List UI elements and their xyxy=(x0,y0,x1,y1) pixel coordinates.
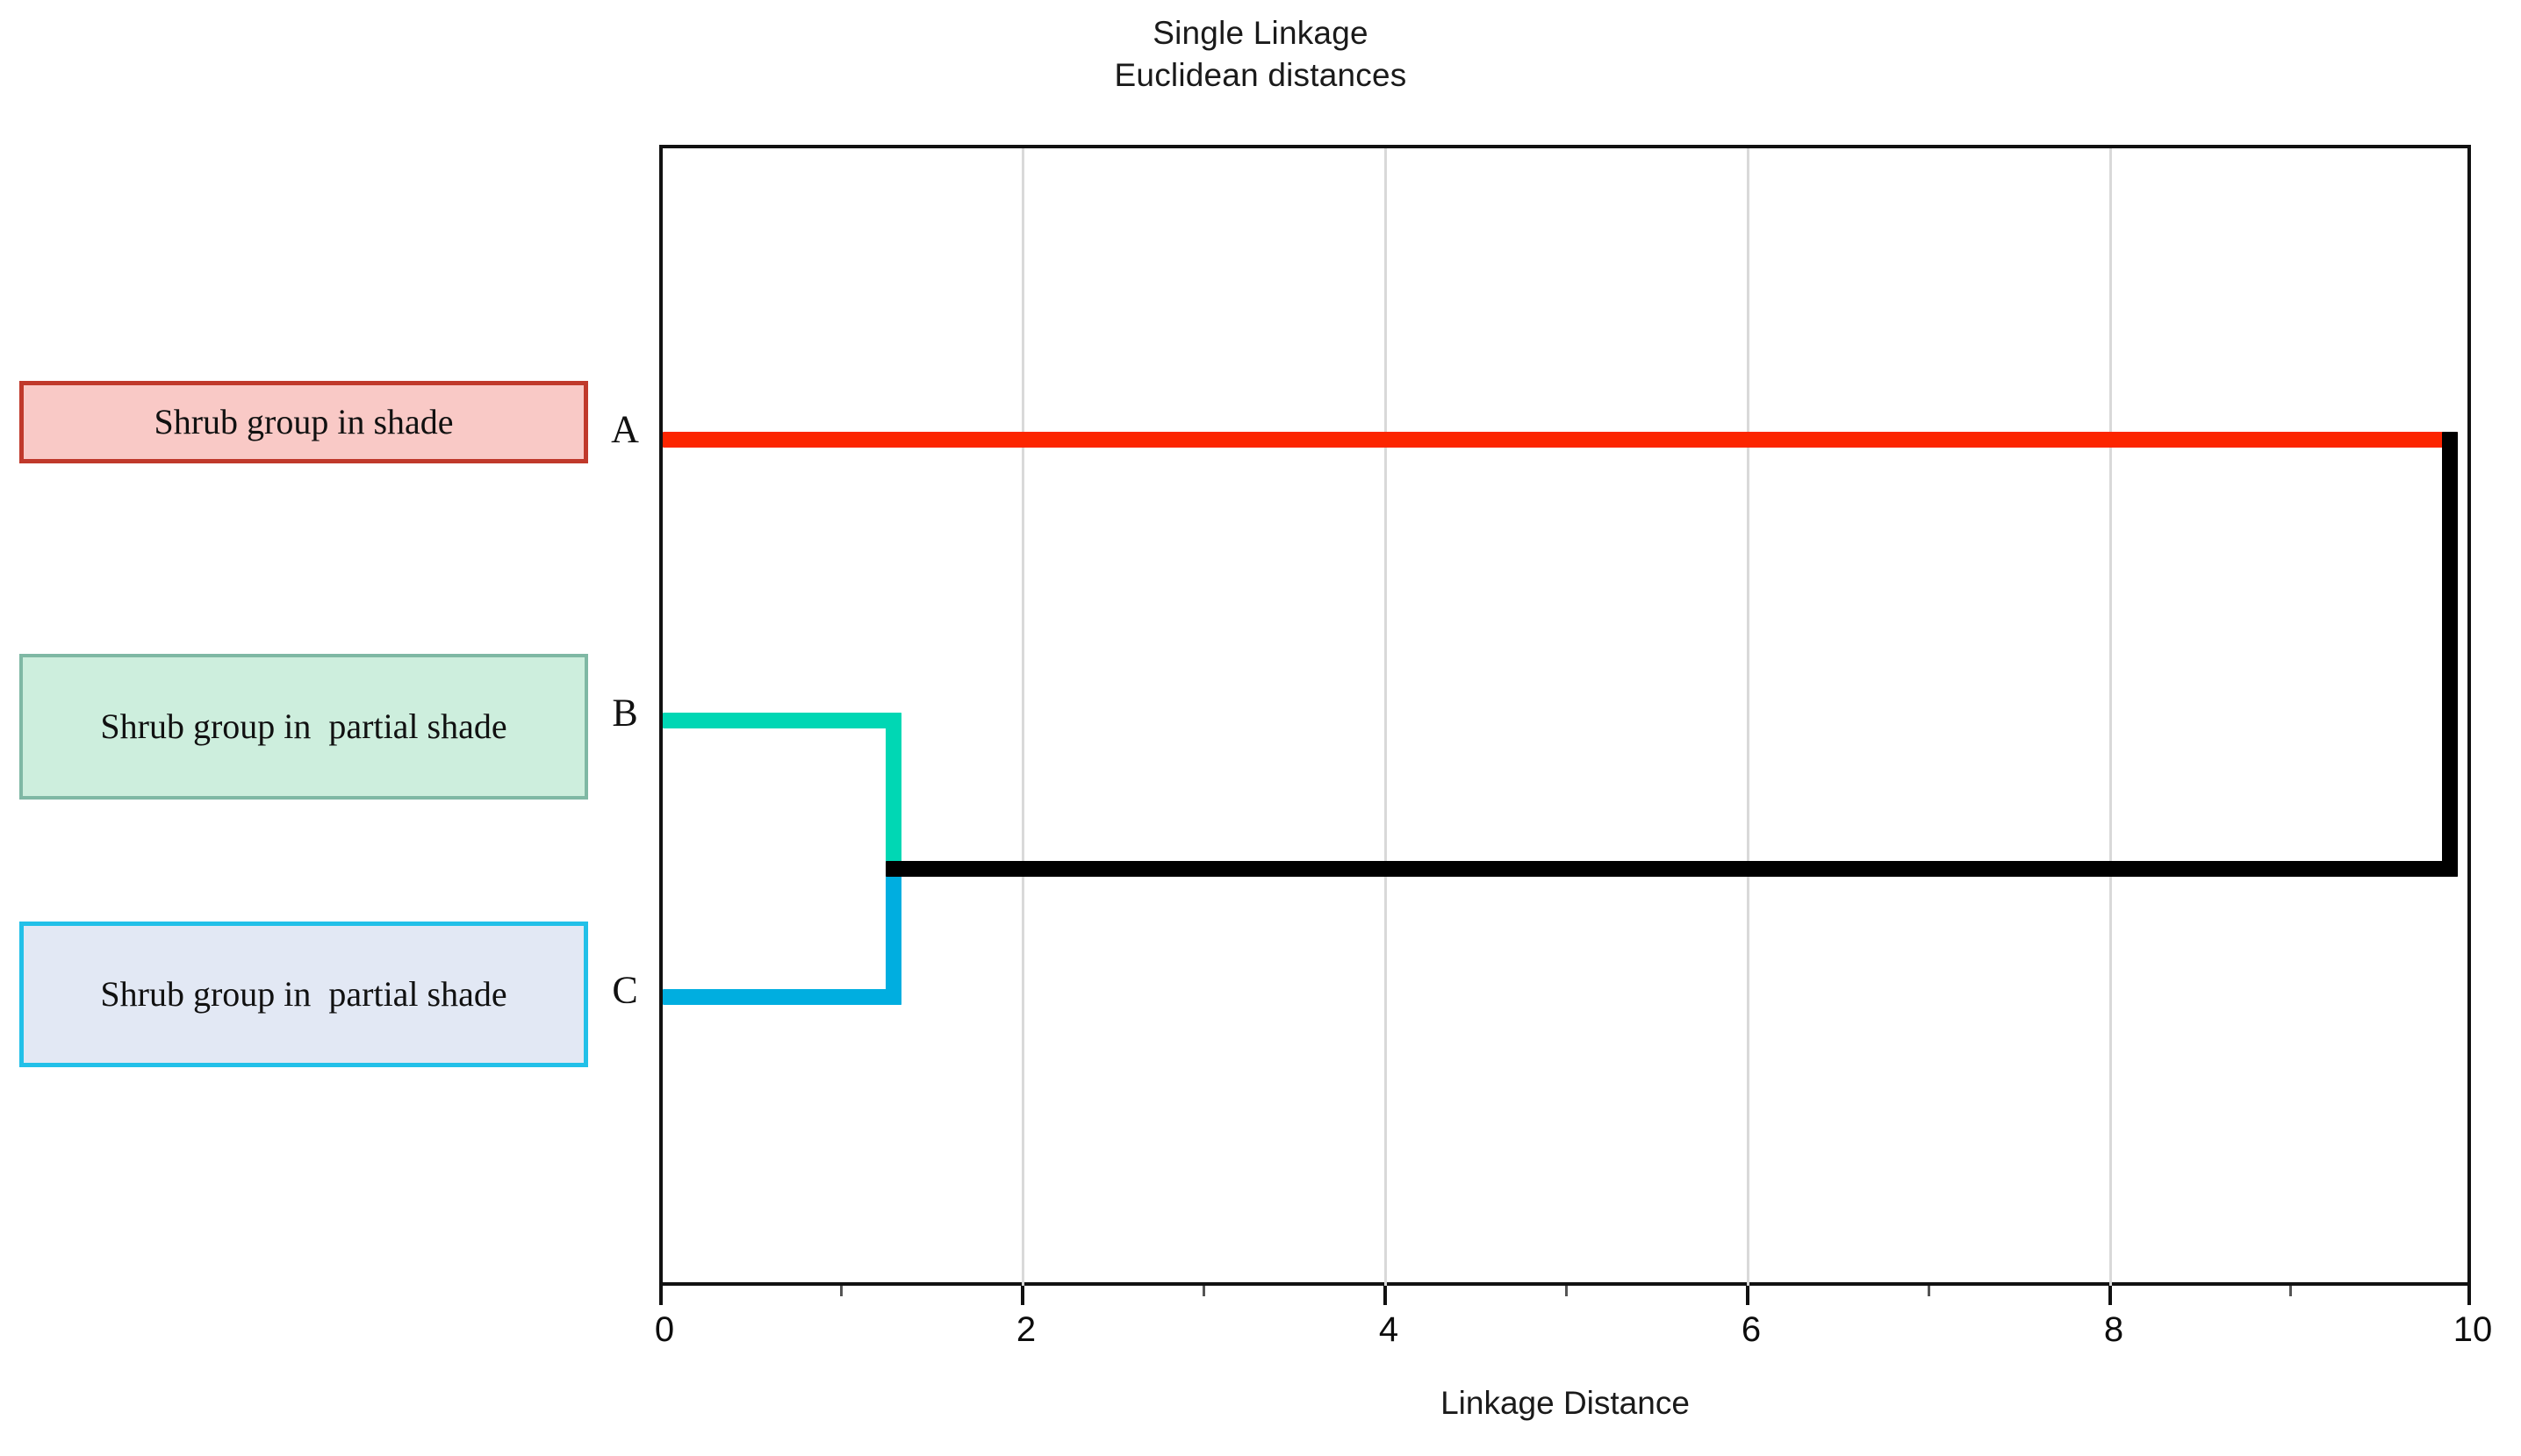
xtick-label-0: 0 xyxy=(654,1310,675,1349)
chart-title-line-2: Euclidean distances xyxy=(1114,57,1407,93)
xtick-mark-8 xyxy=(2108,1286,2112,1305)
chart-title-line-1: Single Linkage xyxy=(1153,15,1368,51)
xtick-label-6: 6 xyxy=(1741,1310,1762,1349)
xtick-label-10: 10 xyxy=(2453,1310,2493,1349)
xtick-minor-1 xyxy=(840,1286,843,1296)
leaf-letter-a: A xyxy=(611,407,639,451)
xtick-label-4: 4 xyxy=(1378,1310,1399,1349)
dendrogram-branch-bc xyxy=(886,861,2458,877)
dendrogram-branch-a xyxy=(663,432,2458,448)
xtick-minor-7 xyxy=(1928,1286,1930,1296)
gridline-x-4 xyxy=(1384,148,1387,1289)
leaf-letter-c: C xyxy=(612,968,638,1012)
xtick-minor-5 xyxy=(1565,1286,1568,1296)
xtick-label-8: 8 xyxy=(2103,1310,2124,1349)
xtick-mark-2 xyxy=(1021,1286,1024,1305)
dendrogram-connector-c xyxy=(886,861,901,1005)
dendrogram-branch-b xyxy=(663,713,901,728)
x-axis-title: Linkage Distance xyxy=(1440,1385,1690,1421)
leaf-letter-b: B xyxy=(612,691,638,735)
chart-title: Single Linkage Euclidean distances xyxy=(0,12,2521,97)
annotation-box-shrub-shade[interactable]: Shrub group in shade xyxy=(19,381,588,463)
xtick-label-2: 2 xyxy=(1016,1310,1037,1349)
xtick-mark-6 xyxy=(1746,1286,1749,1305)
xtick-mark-4 xyxy=(1383,1286,1387,1305)
dendrogram-root-connector xyxy=(2442,432,2458,877)
gridline-x-2 xyxy=(1022,148,1024,1289)
annotation-box-shrub-partial-shade-c[interactable]: Shrub group in partial shade xyxy=(19,922,588,1067)
dendrogram-connector-b xyxy=(886,713,901,877)
annotation-box-shrub-partial-shade-b[interactable]: Shrub group in partial shade xyxy=(19,654,588,800)
gridline-x-6 xyxy=(1747,148,1749,1289)
xtick-mark-0 xyxy=(659,1286,663,1305)
xtick-minor-9 xyxy=(2289,1286,2292,1296)
dendrogram-plot-area xyxy=(659,145,2471,1289)
xtick-minor-3 xyxy=(1203,1286,1205,1296)
dendrogram-branch-c xyxy=(663,989,901,1005)
gridline-x-8 xyxy=(2109,148,2112,1289)
xtick-mark-10 xyxy=(2467,1286,2471,1305)
